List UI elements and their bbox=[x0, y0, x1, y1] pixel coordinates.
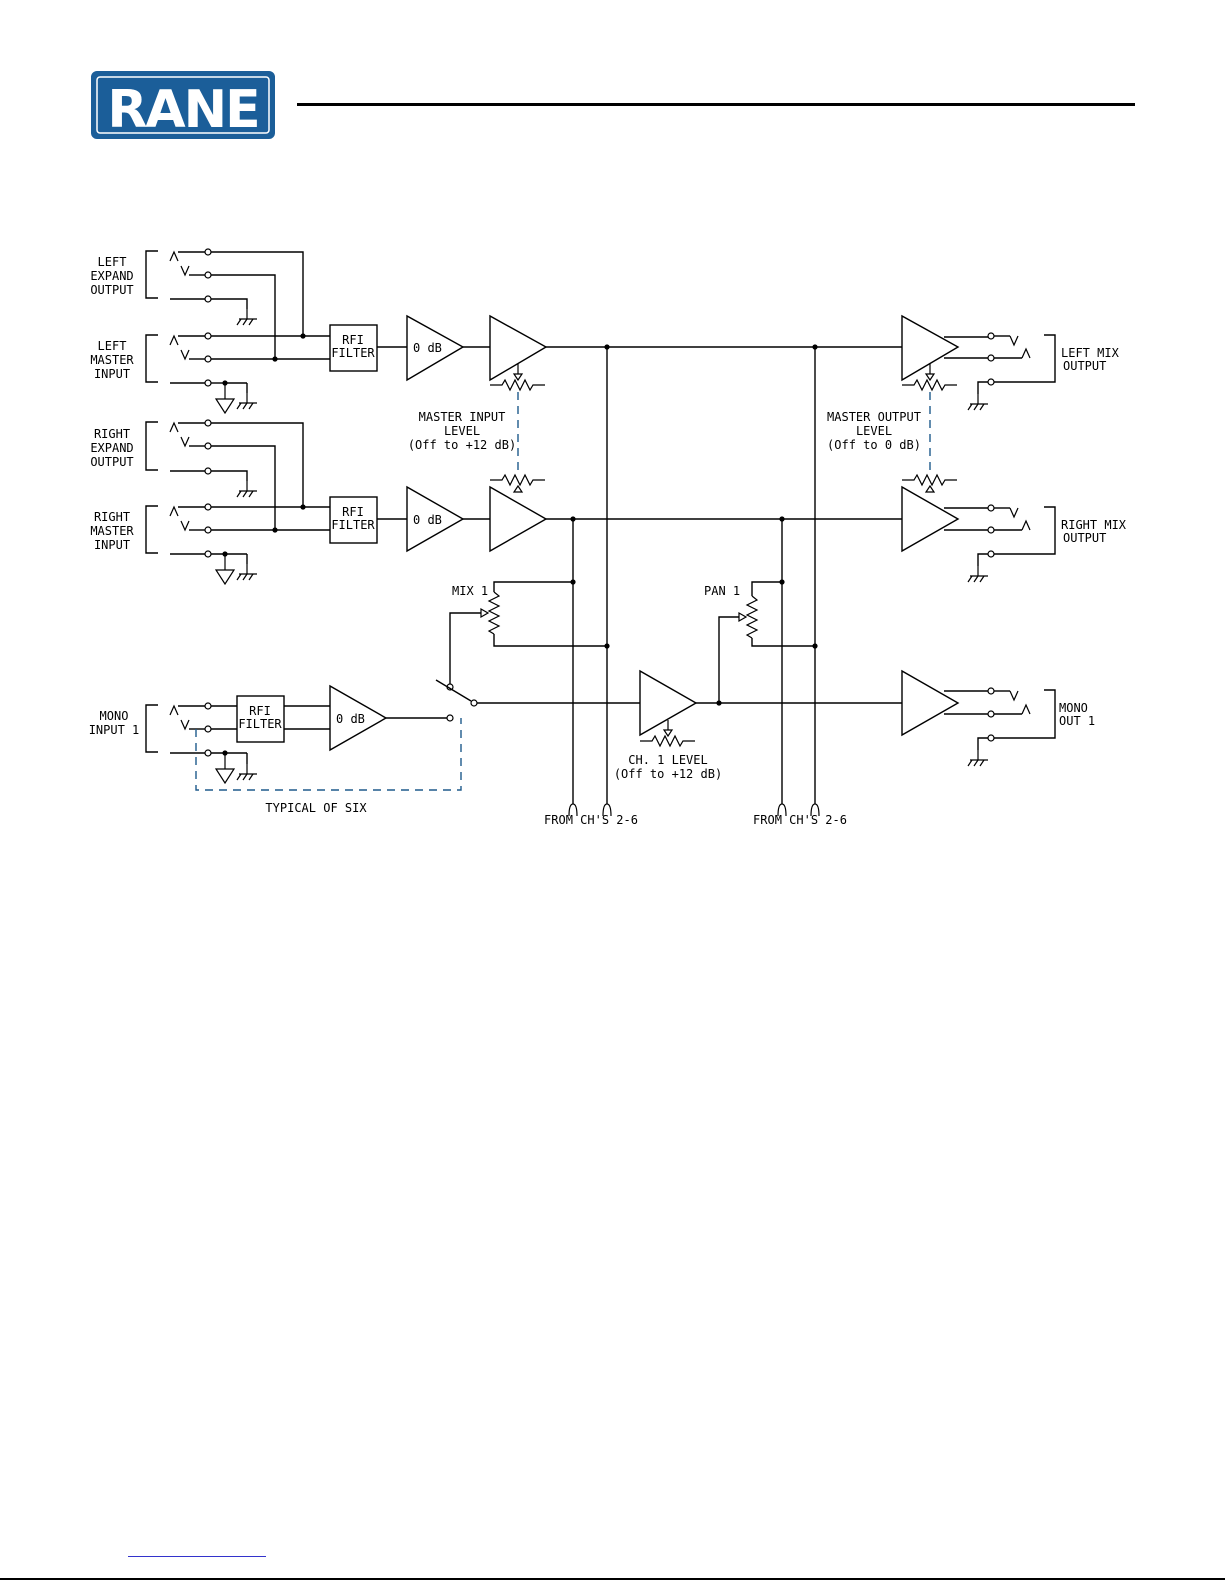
header-rule bbox=[297, 103, 1135, 106]
left-master-input-label-2: MASTER bbox=[90, 353, 134, 367]
right-rfi-label-2: FILTER bbox=[331, 518, 375, 532]
from-chs-label-left: FROM CH'S 2-6 bbox=[544, 813, 638, 827]
mono-input-buffer-gain: 0 dB bbox=[336, 712, 365, 726]
master-input-level-label-3: (Off to +12 dB) bbox=[408, 438, 516, 452]
left-expand-output-label-3: OUTPUT bbox=[90, 283, 133, 297]
right-expand-output-label-2: EXPAND bbox=[90, 441, 133, 455]
typical-of-six-boundary bbox=[195, 718, 462, 791]
mono-input-1-label-1: MONO bbox=[100, 709, 129, 723]
left-master-input-amp bbox=[489, 314, 548, 382]
right-master-input-jack bbox=[145, 503, 212, 558]
right-mix-output-label-2: OUTPUT bbox=[1063, 531, 1106, 545]
mono-input-1-jack bbox=[145, 702, 212, 757]
left-expand-output-jack bbox=[145, 248, 212, 303]
footer-rule bbox=[0, 1578, 1225, 1580]
master-output-level-label-2: LEVEL bbox=[856, 424, 892, 438]
right-mix-output-jack bbox=[987, 504, 1056, 558]
right-expand-output-label-1: RIGHT bbox=[94, 427, 130, 441]
mono-input-buffer-amp bbox=[329, 684, 388, 752]
left-master-input-jack bbox=[145, 332, 212, 387]
right-master-input-label-1: RIGHT bbox=[94, 510, 130, 524]
right-rfi-filter bbox=[329, 496, 378, 544]
right-expand-output-jack bbox=[145, 419, 212, 475]
channel-switch bbox=[435, 679, 478, 722]
master-output-level-label-1: MASTER OUTPUT bbox=[827, 410, 921, 424]
right-expand-output-label-3: OUTPUT bbox=[90, 455, 133, 469]
left-rfi-filter bbox=[329, 324, 378, 372]
logo-text: RANE bbox=[107, 80, 258, 140]
right-master-output-amp bbox=[901, 485, 960, 553]
left-mix-output-label-1: LEFT MIX bbox=[1061, 346, 1120, 360]
typical-of-six-label: TYPICAL OF SIX bbox=[265, 801, 367, 815]
mono-rfi-label-2: FILTER bbox=[238, 717, 282, 731]
mono-input-1-label-2: INPUT 1 bbox=[89, 723, 140, 737]
mono-rfi-filter bbox=[236, 695, 285, 743]
left-rfi-label-2: FILTER bbox=[331, 346, 375, 360]
left-master-output-amp bbox=[901, 314, 960, 382]
left-master-input-label-1: LEFT bbox=[98, 339, 127, 353]
mono-out-1-label-2: OUT 1 bbox=[1059, 714, 1095, 728]
mono-out-1-label-1: MONO bbox=[1059, 701, 1088, 715]
right-input-buffer-gain: 0 dB bbox=[413, 513, 442, 527]
right-mix-output-label-1: RIGHT MIX bbox=[1061, 518, 1127, 532]
left-input-buffer-gain: 0 dB bbox=[413, 341, 442, 355]
mono-out-1-jack bbox=[987, 687, 1056, 742]
master-input-level-label-1: MASTER INPUT bbox=[419, 410, 506, 424]
left-expand-output-label-2: EXPAND bbox=[90, 269, 133, 283]
pan-1-label: PAN 1 bbox=[704, 584, 740, 598]
from-chs-label-right: FROM CH'S 2-6 bbox=[753, 813, 847, 827]
right-rfi-label-1: RFI bbox=[342, 505, 364, 519]
mono-out-amp bbox=[901, 669, 960, 737]
ch-1-level-amp bbox=[639, 669, 698, 737]
rane-logo: RANE bbox=[91, 71, 275, 140]
pan-1-pot bbox=[718, 581, 815, 703]
ch-1-level-label-1: CH. 1 LEVEL bbox=[628, 753, 707, 767]
left-mix-output-label-2: OUTPUT bbox=[1063, 359, 1106, 373]
mix-1-label: MIX 1 bbox=[452, 584, 488, 598]
right-input-buffer-amp bbox=[406, 485, 465, 553]
left-mix-output-jack bbox=[987, 332, 1056, 386]
left-rfi-label-1: RFI bbox=[342, 333, 364, 347]
right-master-input-amp bbox=[489, 485, 548, 553]
left-input-buffer-amp bbox=[406, 314, 465, 382]
left-master-input-label-3: INPUT bbox=[94, 367, 130, 381]
master-input-level-label-2: LEVEL bbox=[444, 424, 480, 438]
ch-1-level-label-2: (Off to +12 dB) bbox=[614, 767, 722, 781]
right-master-input-label-3: INPUT bbox=[94, 538, 130, 552]
mono-rfi-label-1: RFI bbox=[249, 704, 271, 718]
footer-link-underline[interactable] bbox=[128, 1556, 266, 1557]
master-output-level-label-3: (Off to 0 dB) bbox=[827, 438, 921, 452]
right-master-input-label-2: MASTER bbox=[90, 524, 134, 538]
left-expand-output-label-1: LEFT bbox=[98, 255, 127, 269]
mix-1-pot bbox=[449, 581, 607, 684]
